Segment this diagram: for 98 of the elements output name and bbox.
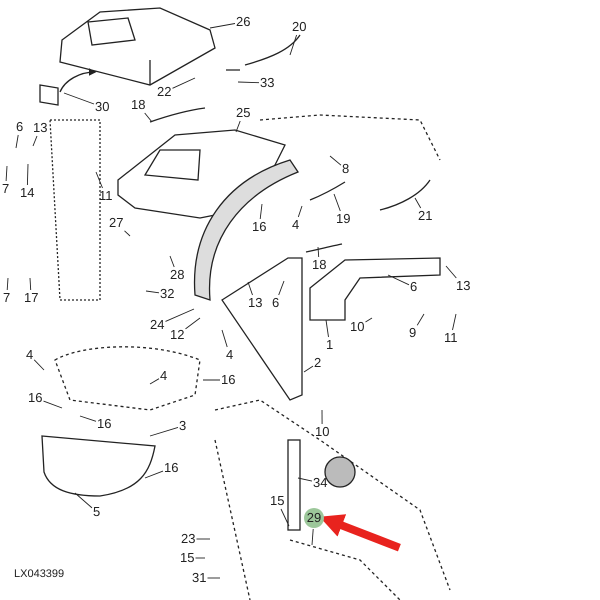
callout-number: 12 <box>170 328 184 342</box>
leader-line <box>144 112 152 122</box>
callout-number: 4 <box>292 218 300 232</box>
leader-line <box>96 172 103 188</box>
callout-number: 11 <box>99 189 112 203</box>
callout-number: 20 <box>292 20 306 34</box>
leader-line <box>170 256 175 268</box>
callout-number: 5 <box>93 505 100 519</box>
leader-line <box>280 508 290 526</box>
leader-line <box>150 378 160 384</box>
callout-number: 18 <box>312 258 326 272</box>
leader-line <box>238 82 260 84</box>
leader-line <box>30 278 32 290</box>
leader-line <box>236 120 241 132</box>
callout-number: 14 <box>20 186 34 200</box>
callout-number: 26 <box>236 15 250 29</box>
callout-number: 8 <box>342 162 350 176</box>
leader-line <box>414 198 422 208</box>
leader-line <box>416 314 424 326</box>
callout-number: 16 <box>252 220 266 234</box>
callout-number: 16 <box>28 391 42 405</box>
highlighted-callout-number: 29 <box>304 508 324 528</box>
callout-number: 15 <box>180 551 194 565</box>
callout-number: 2 <box>314 356 322 370</box>
callout-number: 16 <box>221 373 236 387</box>
leader-line <box>278 280 284 296</box>
callout-number: 18 <box>131 98 146 112</box>
drawing-number: LX043399 <box>14 568 64 580</box>
leader-line <box>64 92 94 104</box>
callout-number: 4 <box>226 348 234 362</box>
leader-line <box>388 274 410 286</box>
leader-line <box>298 206 302 218</box>
callout-number: 16 <box>164 461 178 475</box>
leader-line <box>322 410 323 424</box>
leader-line <box>185 318 200 330</box>
callout-number: 25 <box>236 106 250 120</box>
callout-number: 13 <box>456 279 470 293</box>
callout-number: 27 <box>109 216 124 230</box>
leader-line <box>6 166 8 182</box>
leader-line <box>222 330 228 348</box>
callout-number: 6 <box>16 120 24 134</box>
leader-line <box>334 194 341 212</box>
callout-number: 17 <box>24 291 38 305</box>
callout-number: 11 <box>444 331 458 345</box>
leader-line <box>124 230 130 236</box>
callout-number: 34 <box>313 476 328 490</box>
callout-number: 32 <box>160 287 174 301</box>
leader-line <box>210 23 236 28</box>
leader-line <box>74 492 92 508</box>
callout-number: 23 <box>181 532 196 546</box>
leader-line <box>365 318 372 322</box>
callout-number: 13 <box>33 121 48 135</box>
leader-line <box>452 314 456 330</box>
callout-number: 13 <box>248 296 262 310</box>
leader-line <box>34 359 44 370</box>
callout-number: 24 <box>150 318 164 332</box>
callout-number: 16 <box>97 417 112 431</box>
callout-number: 3 <box>179 419 186 433</box>
leader-line <box>298 478 312 482</box>
leader-line <box>446 266 457 278</box>
callout-number: 21 <box>418 209 432 223</box>
leader-line <box>172 78 196 89</box>
leader-line <box>16 134 19 148</box>
callout-number: 6 <box>272 296 280 310</box>
leader-line <box>248 282 253 296</box>
leader-line <box>196 538 210 540</box>
callout-number: 7 <box>2 182 10 196</box>
callout-number: 19 <box>336 212 350 226</box>
leader-line <box>6 278 8 290</box>
leader-line <box>146 290 160 294</box>
callout-number: 9 <box>409 326 416 340</box>
callout-number: 28 <box>170 268 184 282</box>
leader-line <box>26 164 28 186</box>
callout-number: 30 <box>95 100 110 114</box>
leader-line <box>326 320 329 338</box>
leader-line <box>32 136 38 146</box>
leader-line <box>43 400 62 408</box>
leader-line <box>312 528 314 546</box>
leader-line <box>304 366 314 372</box>
leader-line <box>318 246 320 258</box>
callout-number: 22 <box>157 85 172 99</box>
callout-number: 10 <box>315 425 330 439</box>
callout-number: 31 <box>192 571 206 585</box>
callout-number: 10 <box>350 320 364 334</box>
leader-line <box>150 426 178 436</box>
leader-line <box>260 204 262 220</box>
leader-line <box>144 470 164 478</box>
leader-line <box>330 156 342 166</box>
leader-line <box>290 34 298 56</box>
callout-number: 15 <box>270 494 284 508</box>
callout-number: 1 <box>326 338 334 352</box>
leader-line <box>80 416 96 422</box>
callout-number: 4 <box>26 348 34 362</box>
callout-number: 4 <box>160 369 168 383</box>
callout-number: 6 <box>410 280 418 294</box>
callout-number: 7 <box>3 291 10 305</box>
leader-line <box>165 308 194 322</box>
callout-number: 33 <box>260 76 274 90</box>
